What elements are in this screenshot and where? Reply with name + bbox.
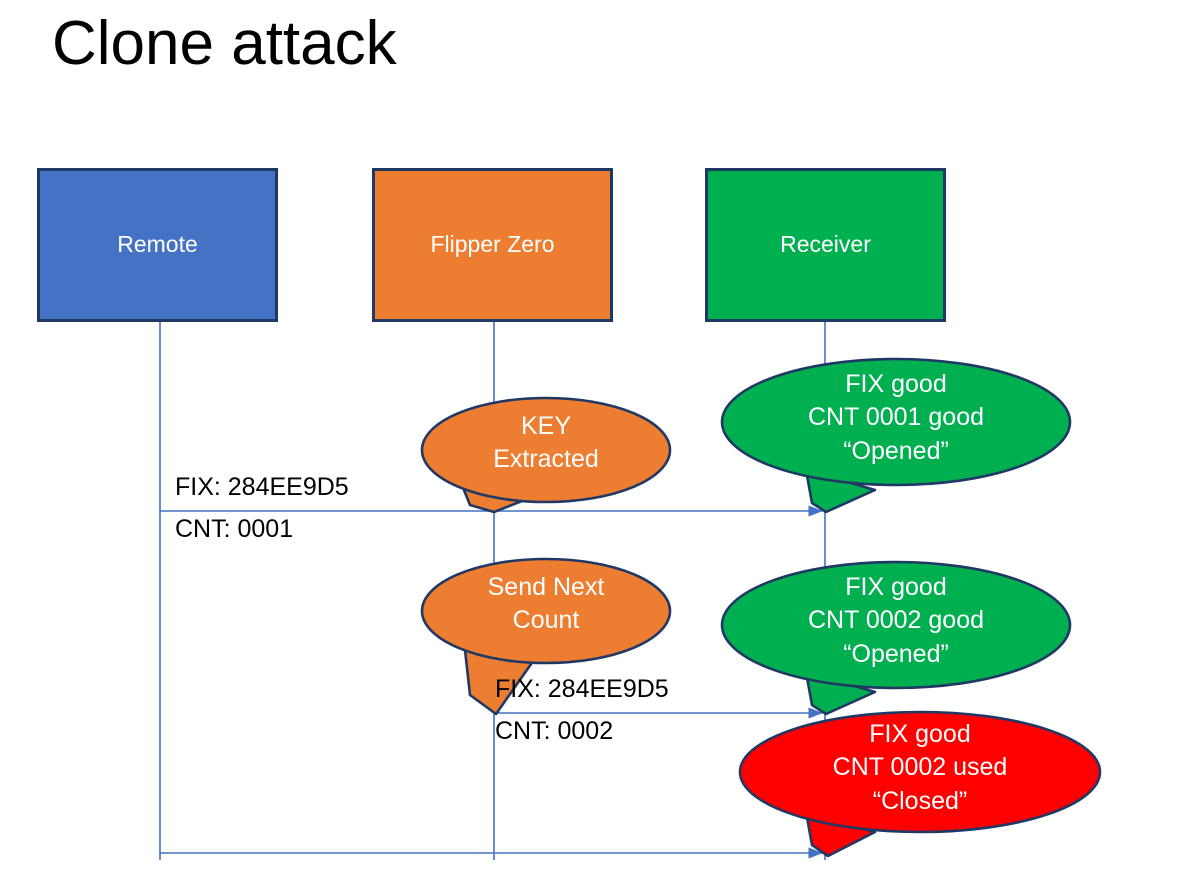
page-title: Clone attack: [52, 9, 397, 78]
callout-receiver-cnt-0002-used: [738, 710, 1102, 858]
message-2-label-cnt: CNT: 0002: [495, 717, 614, 745]
message-1-label-cnt: CNT: 0001: [175, 515, 294, 543]
callout-receiver-cnt-0002-ok: [720, 560, 1072, 716]
actor-label-receiver: Receiver: [780, 231, 871, 258]
actor-box-receiver[interactable]: Receiver: [705, 168, 946, 322]
callout-receiver-cnt-0001-ok: [720, 357, 1072, 514]
actor-label-flipper-zero: Flipper Zero: [430, 231, 555, 258]
callout-send-next-count: [420, 557, 672, 716]
actor-box-flipper-zero[interactable]: Flipper Zero: [372, 168, 613, 322]
message-2-label-fix: FIX: 284EE9D5: [495, 675, 669, 703]
callout-key-extracted: [420, 396, 672, 514]
message-1-label-fix: FIX: 284EE9D5: [175, 473, 349, 501]
actor-box-remote[interactable]: Remote: [37, 168, 278, 322]
actor-label-remote: Remote: [117, 231, 198, 258]
